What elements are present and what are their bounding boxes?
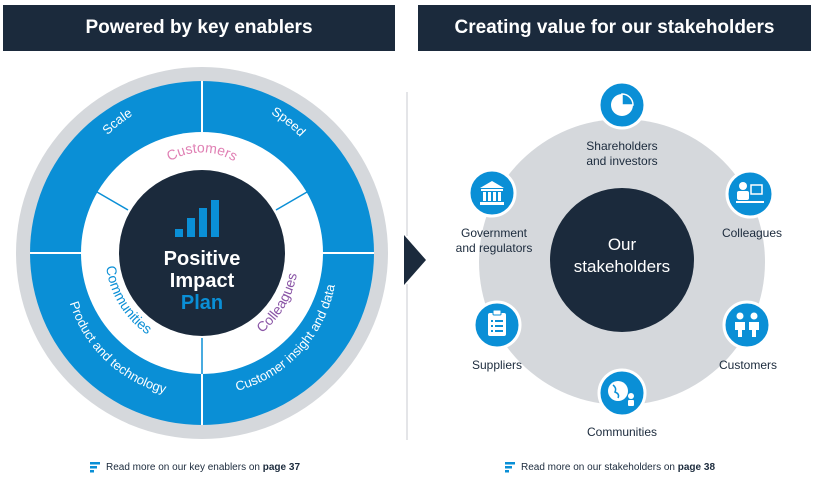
bar-chart-icon: [175, 200, 219, 237]
colleagues-label: Colleagues: [722, 226, 782, 240]
center-line-1: Positive: [164, 248, 241, 270]
wheel-center: [119, 170, 285, 336]
government-label-1: Government: [461, 226, 528, 240]
stakeholders-banner: Creating value for our stakeholders: [418, 5, 811, 51]
stakeholders-title: Creating value for our stakeholders: [454, 17, 775, 38]
enabler-dividers: [30, 81, 374, 425]
stakeholder-center: [550, 188, 694, 332]
colleague-desk-icon: [736, 182, 764, 203]
shareholders-label-1: Shareholders: [586, 139, 657, 153]
page-reference-icon: [505, 462, 515, 473]
pie-chart-icon: [611, 93, 634, 116]
stakeholder-communities: Communities: [587, 368, 657, 439]
enablers-banner: Powered by key enablers: [3, 5, 395, 51]
audience-dividers: [96, 191, 308, 374]
page-reference-icon: [90, 462, 100, 473]
stakeholder-suppliers: Suppliers: [472, 300, 522, 372]
stakeholder-center-line-1: Our: [608, 235, 637, 254]
enablers-footnote-text: Read more on our key enablers on: [106, 462, 263, 473]
customers-label: Customers: [719, 358, 777, 372]
enablers-title: Powered by key enablers: [85, 17, 313, 38]
institution-icon: [480, 181, 504, 205]
clipboard-icon: [488, 309, 506, 336]
stakeholder-diagram: Our stakeholders Shareholders and invest…: [456, 80, 782, 439]
enabler-wheel: Positive Impact Plan Scale Speed Custome…: [16, 67, 388, 439]
stakeholder-government: Government and regulators: [456, 168, 533, 255]
divider-arrow-icon: [404, 235, 426, 285]
enablers-footnote[interactable]: Read more on our key enablers on page 37: [90, 462, 300, 473]
stakeholder-center-line-2: stakeholders: [574, 257, 670, 276]
center-line-3: Plan: [181, 292, 223, 314]
people-pair-icon: [735, 312, 759, 337]
suppliers-label: Suppliers: [472, 358, 522, 372]
enablers-footnote-page[interactable]: page 37: [262, 462, 301, 473]
stakeholders-footnote-text: Read more on our stakeholders on: [521, 462, 678, 473]
stakeholders-footnote[interactable]: Read more on our stakeholders on page 38: [505, 462, 715, 473]
stakeholder-shareholders: Shareholders and investors: [586, 80, 658, 168]
stakeholder-customers: Customers: [719, 300, 777, 372]
center-line-2: Impact: [170, 270, 235, 292]
shareholders-label-2: and investors: [586, 154, 657, 168]
globe-people-icon: [608, 381, 634, 406]
government-label-2: and regulators: [456, 241, 533, 255]
stakeholders-footnote-page[interactable]: page 38: [677, 462, 716, 473]
panel-divider: [404, 92, 426, 440]
stakeholder-colleagues: Colleagues: [722, 169, 782, 240]
communities-label: Communities: [587, 425, 657, 439]
